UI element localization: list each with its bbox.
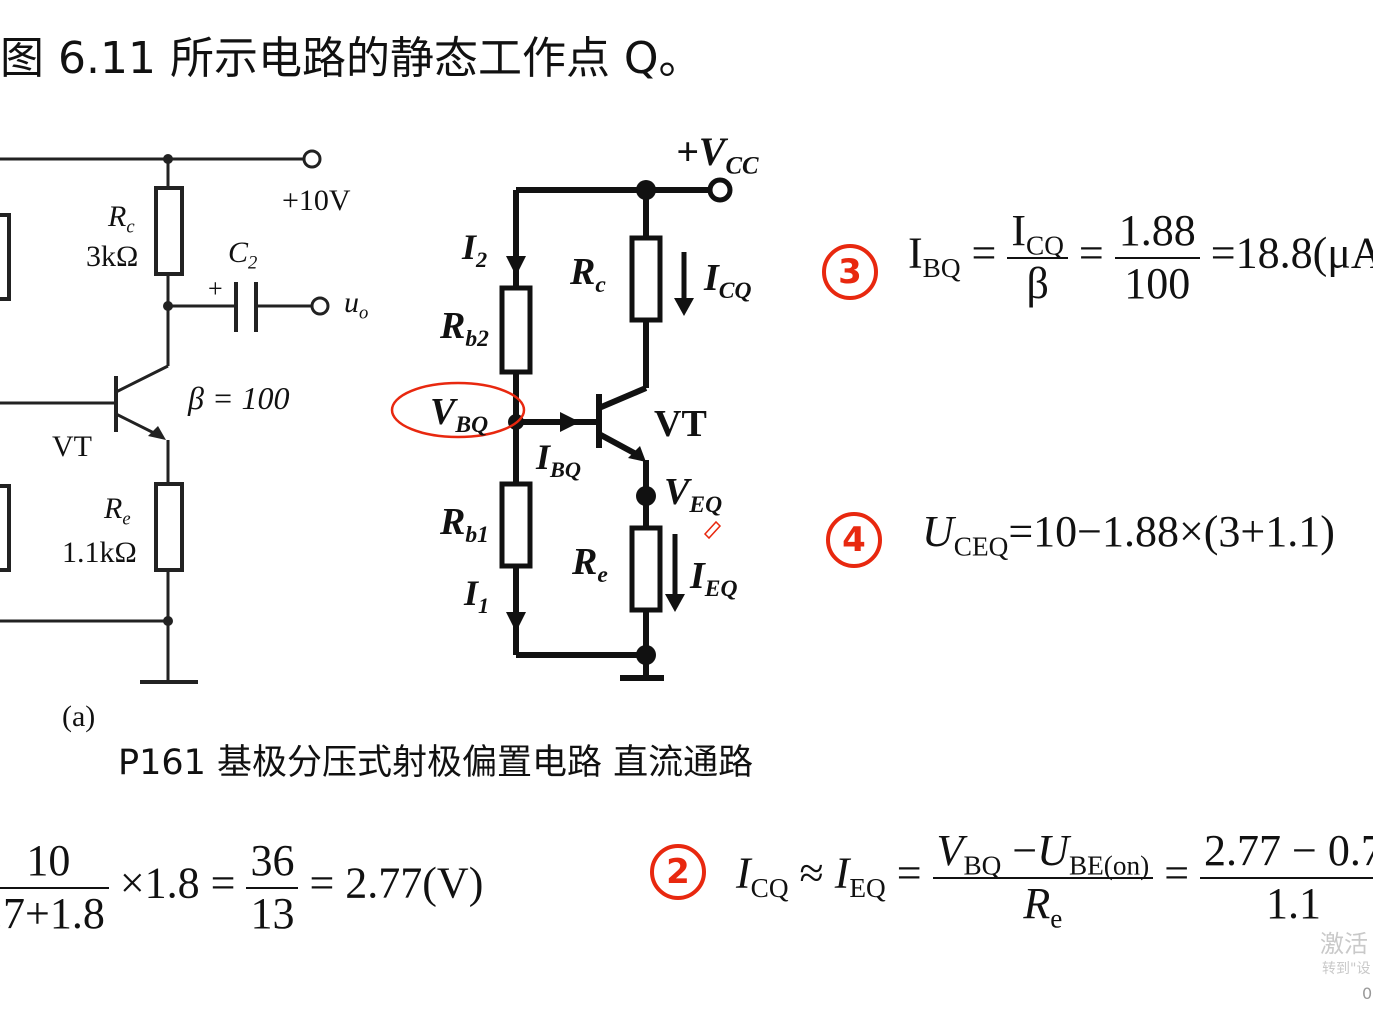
beta-label: β = 100 [188,380,290,416]
step-3-marker: 3 [822,244,878,300]
transistor-label-a: VT [52,430,92,463]
i2-label: I2 [462,227,488,272]
rc-label: Rc [108,200,135,238]
uceq-equation: UCEQ=10−1.88×(3+1.1) [922,507,1335,562]
c2-plus: + [208,274,223,303]
ibq-label: IBQ [536,437,582,482]
circuit-a-diagram [0,149,330,684]
pen-cursor-icon [703,520,722,540]
rb2-label: Rb2 [440,305,489,353]
i1-label: I1 [464,573,490,618]
watermark-digit: 0 [1362,984,1373,1003]
activation-watermark-sub: 转到"设 [1322,961,1371,977]
re-label: Re [104,492,131,530]
rc-label-b: Rc [570,251,606,299]
rb1-label: Rb1 [440,501,489,549]
figure-caption-a: (a) [62,700,96,733]
transistor-label-b: VT [654,403,707,445]
step-2-marker: 2 [650,844,706,900]
ieq-label: IEQ [690,555,738,603]
icq-label: ICQ [704,257,752,305]
output-label: uo [344,286,369,324]
step-4-marker: 4 [826,512,882,568]
figure-caption: P161 基极分压式射极偏置电路 直流通路 [118,743,754,783]
page-title: 图 6.11 所示电路的静态工作点 Q。 [0,33,703,84]
rc-value: 3kΩ [86,240,139,273]
c2-label: C2 [228,236,258,274]
re-label-b: Re [572,541,608,589]
vcc-label: +VCC [676,129,759,180]
supply-label: +10V [282,184,351,217]
vbq-annotation-circle [390,381,526,439]
vbq-label: VBQ [430,391,489,439]
veq-label: VEQ [664,471,723,519]
dc-path-diagram [390,177,733,681]
activation-watermark: 激活 [1320,930,1368,958]
re-value: 1.1kΩ [62,536,137,569]
